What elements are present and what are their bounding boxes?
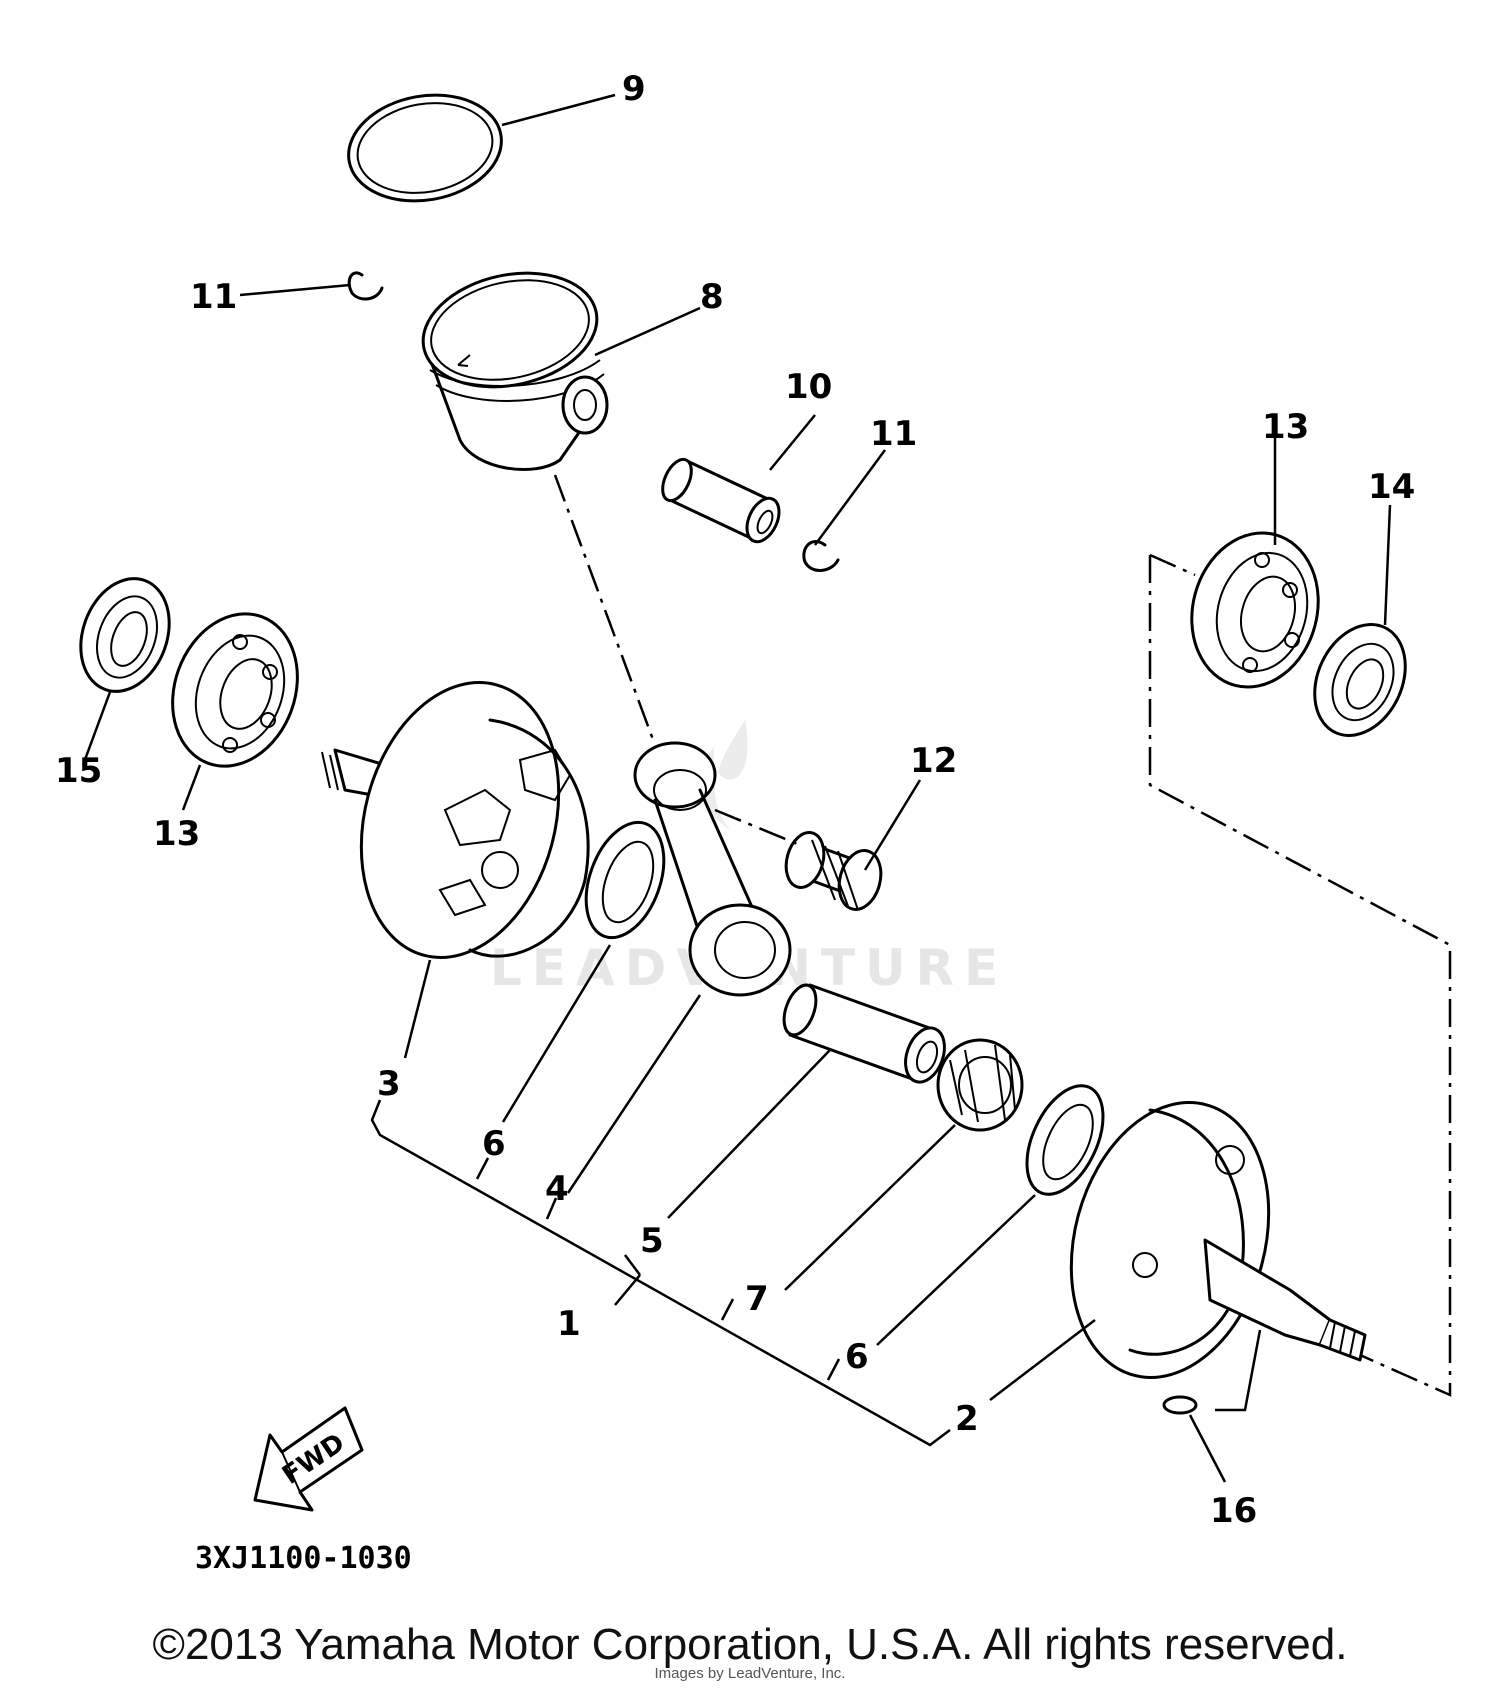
callouts: 9 11 8 10 11 13 14 15 13 12 3 6 4 5 1 7 … <box>55 69 1415 1531</box>
assembly-axes <box>553 474 1452 1397</box>
image-courtesy: Images by LeadVenture, Inc. <box>654 1665 846 1682</box>
callout-4: 4 <box>545 1169 569 1209</box>
oil-seal-left <box>79 577 171 693</box>
callout-1: 1 <box>557 1304 581 1344</box>
callout-6: 6 <box>482 1124 506 1164</box>
assembly-bracket <box>370 1099 951 1447</box>
piston-pin-clip-left <box>347 271 384 301</box>
leader-lines <box>81 93 1392 1483</box>
thrust-washer-left <box>584 820 666 940</box>
callout-8: 8 <box>700 277 724 317</box>
piston <box>421 271 609 471</box>
callout-11: 11 <box>190 277 237 317</box>
big-end-bearing <box>936 1038 1024 1132</box>
callout-13: 13 <box>1262 407 1309 447</box>
callout-15: 15 <box>55 751 102 791</box>
callout-3: 3 <box>377 1064 401 1104</box>
callout-16: 16 <box>1210 1491 1257 1531</box>
crank-left <box>321 681 590 959</box>
callout-9: 9 <box>622 69 646 109</box>
woodruff-key <box>1162 1395 1198 1415</box>
callout-5: 5 <box>640 1221 664 1261</box>
callout-11-right: 11 <box>870 414 917 454</box>
piston-ring <box>347 93 503 203</box>
callout-13-left: 13 <box>153 814 200 854</box>
piston-pin-clip-right <box>802 539 840 572</box>
callout-2: 2 <box>955 1399 979 1439</box>
small-end-bearing <box>784 831 883 911</box>
fwd-arrow: FWD <box>253 1406 364 1512</box>
oil-seal-right <box>1313 623 1407 737</box>
callout-6-lower: 6 <box>845 1337 869 1377</box>
bearing-right <box>1190 531 1320 689</box>
bearing-left <box>171 612 299 768</box>
callout-14: 14 <box>1368 467 1415 507</box>
callout-7: 7 <box>745 1279 769 1319</box>
crank-pin <box>782 983 946 1084</box>
crank-right <box>1069 1101 1367 1379</box>
callout-12: 12 <box>910 741 957 781</box>
diagram-code: 3XJ1100-1030 <box>195 1541 412 1576</box>
connecting-rod <box>633 741 792 997</box>
piston-pin <box>661 457 781 544</box>
callout-10: 10 <box>785 367 832 407</box>
thrust-washer-right <box>1025 1084 1105 1196</box>
copyright-notice: ©2013 Yamaha Motor Corporation, U.S.A. A… <box>152 1620 1348 1669</box>
